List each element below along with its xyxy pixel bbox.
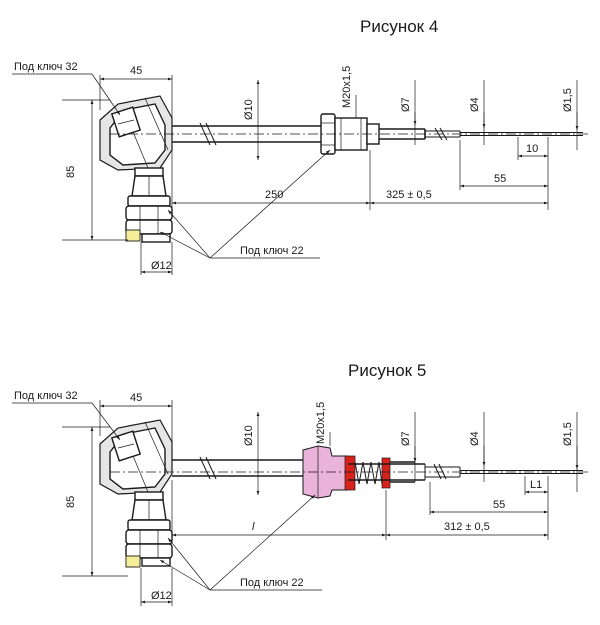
fig4-leaders <box>12 73 331 259</box>
fig5-connection-head <box>99 419 173 495</box>
figure-5-title: Рисунок 5 <box>348 361 426 380</box>
fig4-dia-12: Ø12 <box>151 260 172 272</box>
fig5-dia-7: Ø7 <box>400 431 412 446</box>
fig4-wrench-32-label: Под ключ 32 <box>14 61 78 73</box>
fig5-thread: M20x1,5 <box>315 402 327 444</box>
fig5-height-85: 85 <box>65 496 77 508</box>
fig4-length-10: 10 <box>526 143 538 155</box>
fig4-width-45: 45 <box>130 65 142 77</box>
figure-5: Рисунок 5 <box>12 361 590 606</box>
fig4-dia-4: Ø4 <box>469 97 481 112</box>
fig5-dimension-lines <box>90 404 579 604</box>
fig4-sheath <box>110 113 590 155</box>
fig5-cable-gland <box>125 491 173 568</box>
fig4-dimension-guides <box>62 75 578 275</box>
figure-4-title: Рисунок 4 <box>360 17 438 36</box>
fig4-dimension-lines <box>90 77 579 274</box>
fig5-wrench-22-label: Под ключ 22 <box>240 577 304 589</box>
fig4-length-250: 250 <box>265 189 283 201</box>
fig5-dia-4: Ø4 <box>469 431 481 446</box>
fig4-wrench-22-label: Под ключ 22 <box>240 245 304 257</box>
fig5-dia-1-5: Ø1,5 <box>562 422 574 446</box>
fig5-length-55: 55 <box>493 499 505 511</box>
fig5-length-l1: L1 <box>530 479 542 491</box>
fig5-sealing-ring <box>344 455 356 491</box>
fig5-wrench-32-label: Под ключ 32 <box>14 390 78 402</box>
fig5-seal-cap <box>125 555 141 568</box>
fig4-dia-10: Ø10 <box>243 99 255 120</box>
fig5-sheath <box>110 445 590 499</box>
fig5-length-l: l <box>252 521 255 533</box>
fig5-stop-ring <box>381 457 391 489</box>
fig4-cable-gland <box>125 167 173 243</box>
fig5-leaders <box>12 402 322 591</box>
fig4-seal-cap <box>125 229 141 242</box>
fig5-dia-12: Ø12 <box>151 590 172 602</box>
fig4-height-85: 85 <box>65 166 77 178</box>
fig4-dia-1-5: Ø1,5 <box>562 88 574 112</box>
fig5-length-312: 312 ± 0,5 <box>444 521 490 533</box>
fig5-dia-10: Ø10 <box>243 425 255 446</box>
fig4-dia-7: Ø7 <box>400 97 412 112</box>
fig4-length-325: 325 ± 0,5 <box>386 189 432 201</box>
figure-4: Рисунок 4 <box>12 17 590 275</box>
fig5-width-45: 45 <box>130 392 142 404</box>
fig4-thread: M20x1,5 <box>341 66 353 108</box>
fig4-connection-head <box>99 95 173 171</box>
fig4-length-55: 55 <box>494 173 506 185</box>
